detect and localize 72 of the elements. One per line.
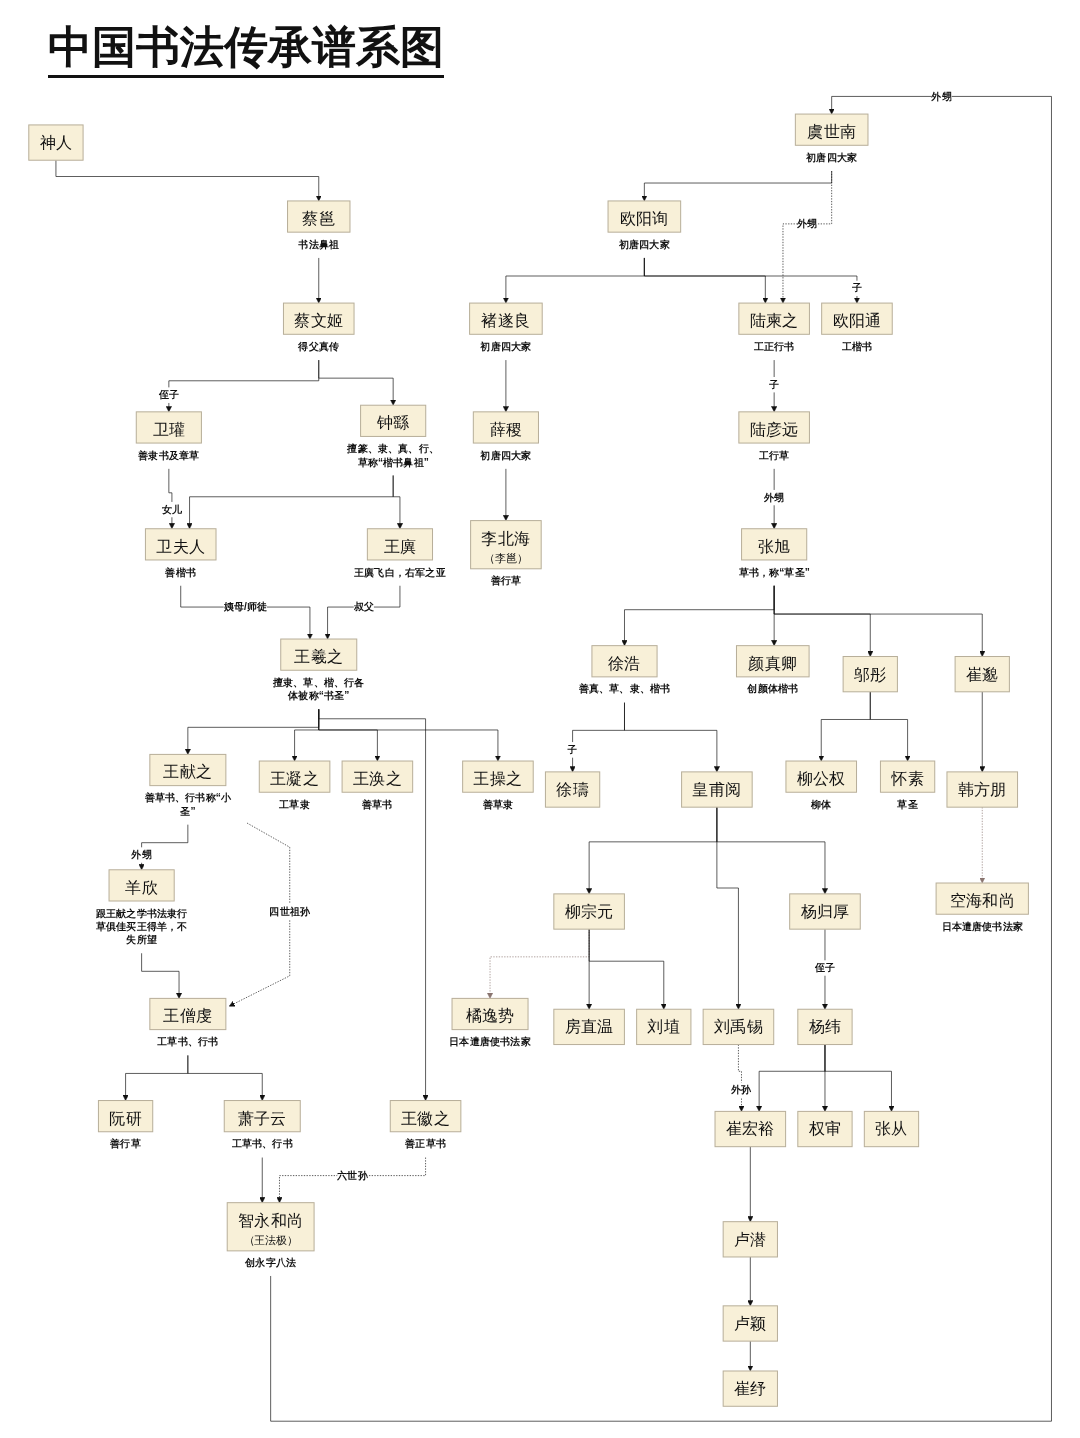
- person-box: 房直温: [553, 1008, 625, 1045]
- node-label: 善楷书: [165, 565, 196, 578]
- node-label: 初唐四大家: [480, 340, 532, 352]
- edge-label: 外甥: [131, 847, 152, 863]
- node-label: 擅隶、草、楷、行各体被称“书圣”: [272, 676, 365, 701]
- node-label: 草圣: [897, 798, 918, 810]
- person-box: 徐浩 善真、草、隶、楷书: [578, 644, 671, 695]
- person-box: 卢潜: [722, 1220, 778, 1258]
- node-label: 工草书、行书: [231, 1137, 293, 1150]
- person-box: 刘禹锡: [702, 1008, 775, 1045]
- edge-label: 女儿: [161, 501, 182, 517]
- person-box: 钟繇 擅篆、隶、真、行、草称“楷书鼻祖”: [347, 404, 439, 468]
- node-label: 善正草书: [405, 1137, 446, 1150]
- person-box: 杨纬: [797, 1008, 853, 1045]
- person-box: 神人: [28, 124, 84, 161]
- node-label: 创颜体楷书: [747, 682, 799, 695]
- node-label: 跟王献之学书法隶行草俱佳买王得羊，不失所望: [95, 906, 188, 945]
- person-box: 王廙 王廙飞白，右军之亚: [354, 528, 446, 578]
- person-box: 卢颖: [722, 1305, 778, 1342]
- person-box: 崔宏裕: [714, 1110, 786, 1147]
- person-box: 崔邈: [954, 655, 1010, 693]
- node-label: 工行草: [758, 448, 790, 461]
- node-label: 日本遣唐使书法家: [449, 1035, 531, 1048]
- edge-label: 侄子: [158, 387, 179, 403]
- edge-label: 六世孙: [337, 1167, 368, 1184]
- node-label: 日本遣唐使书法家: [941, 920, 1023, 932]
- edge-label: 姨母/师徒: [223, 599, 267, 615]
- node-label: 善行草: [490, 574, 522, 586]
- node-label: 善隶书及章草: [138, 448, 200, 461]
- person-box: 羊欣 跟王献之学书法隶行草俱佳买王得羊，不失所望: [95, 869, 188, 945]
- node-label: 书法鼻祖: [298, 238, 339, 250]
- node-label: 工楷书: [841, 340, 873, 352]
- node-label: 初唐四大家: [806, 151, 857, 163]
- person-box: 王羲之 擅隶、草、楷、行各体被称“书圣”: [272, 638, 365, 701]
- node-label: 创永字八法: [245, 1256, 296, 1268]
- node-label: 善草书、行书称“小圣”: [144, 791, 231, 817]
- node-label: 工草隶: [279, 798, 310, 810]
- person-box: 权审: [797, 1110, 853, 1147]
- person-box: 张从: [863, 1110, 919, 1147]
- edge-label: 四世祖孙: [269, 903, 310, 919]
- person-box: 柳宗元: [553, 893, 625, 930]
- edge-label: 子: [851, 280, 862, 296]
- edge-label: 外孙: [731, 1082, 752, 1098]
- node-label: 善真、草、隶、楷书: [578, 682, 671, 695]
- node-label: 善草隶: [482, 798, 514, 810]
- node-label: 工正行书: [753, 340, 795, 352]
- person-box: 王献之 善草书、行书称“小圣”: [144, 753, 231, 817]
- edge-label: 外甥: [931, 88, 952, 104]
- node-label: 柳体: [810, 798, 832, 810]
- node-label: 善草书: [361, 798, 393, 810]
- person-box: 皇甫阅: [680, 771, 753, 808]
- edge-label: 外甥: [797, 216, 818, 232]
- person-box: 刘埴: [636, 1008, 692, 1045]
- person-box: 韩方朋: [946, 771, 1018, 808]
- node-label: 王廙飞白，右军之亚: [353, 565, 446, 578]
- edge-label: 外甥: [763, 489, 785, 505]
- node-label: 善行草: [110, 1137, 141, 1150]
- diagram-title: 中国书法传承谱系图: [48, 22, 444, 78]
- person-box: 徐璹: [544, 771, 601, 808]
- person-box: 邬彤: [842, 655, 898, 693]
- person-box: 崔纾: [722, 1370, 778, 1407]
- node-label: 擅篆、隶、真、行、草称“楷书鼻祖”: [347, 442, 439, 468]
- node-label: 工草书、行书: [157, 1035, 219, 1048]
- person-box: 杨归厚: [789, 893, 861, 930]
- node-label: 初唐四大家: [618, 238, 670, 250]
- node-label: 得父真传: [298, 340, 339, 352]
- node-label: 初唐四大家: [480, 448, 532, 461]
- node-label: 草书，称“草圣”: [738, 565, 810, 578]
- edge-label: 侄子: [814, 960, 835, 976]
- edge-label: 叔父: [353, 599, 374, 615]
- edge-label: 子: [567, 741, 578, 758]
- edge-label: 子: [768, 376, 780, 393]
